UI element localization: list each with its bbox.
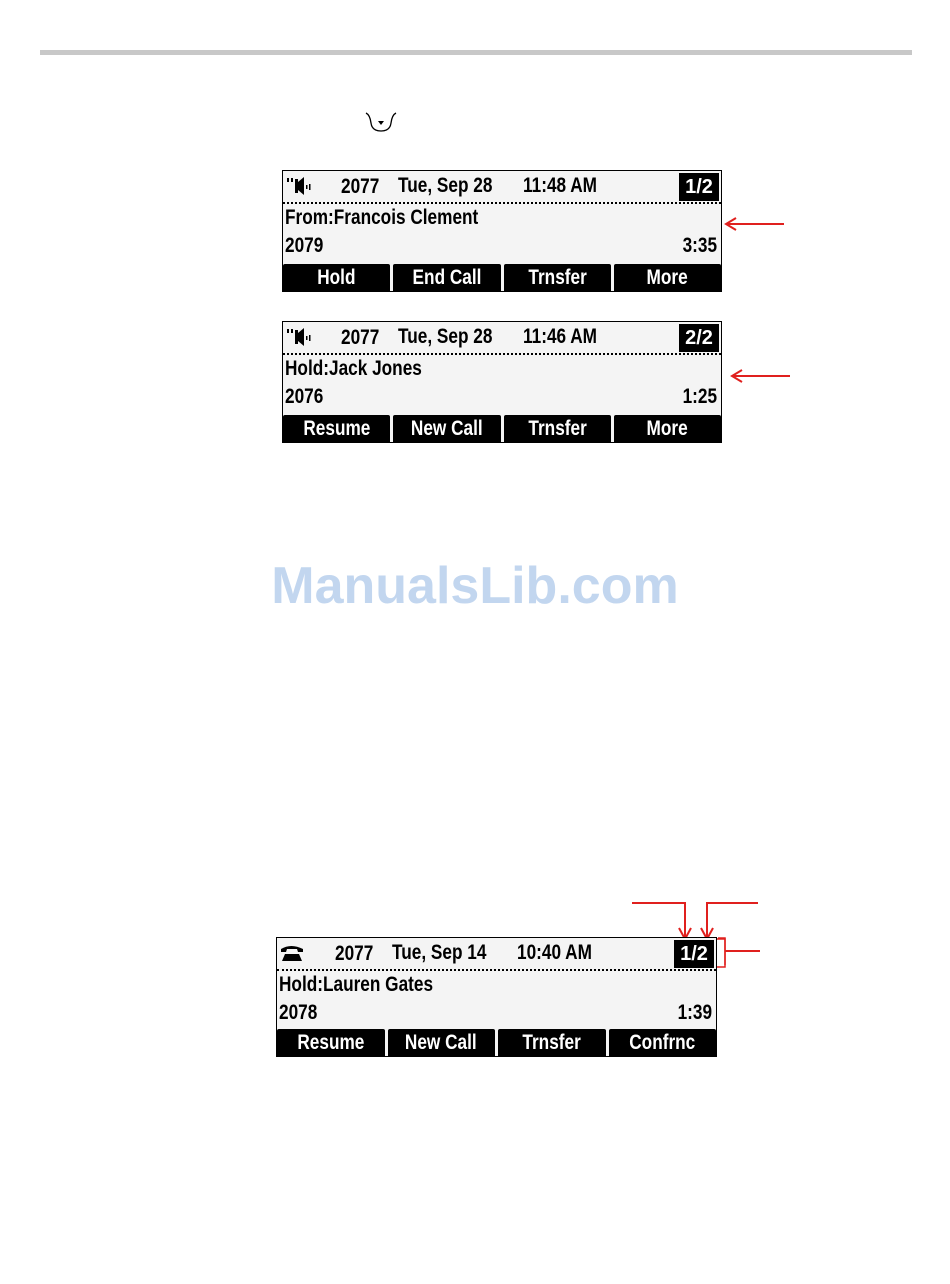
call-timer: 1:39 xyxy=(678,1001,712,1025)
extension-number: 2077 xyxy=(341,175,379,199)
phone-screen-call-2: 2077 Tue, Sep 28 11:46 AM 2/2 Hold:Jack … xyxy=(282,321,722,443)
softkey-more[interactable]: More xyxy=(614,264,721,291)
status-date: Tue, Sep 28 xyxy=(398,325,492,349)
handset-icon xyxy=(279,943,307,963)
extension-number: 2077 xyxy=(341,326,379,350)
softkey-bar: Resume New Call Trnsfer More xyxy=(283,415,721,442)
call-party: Hold:Jack Jones xyxy=(285,357,422,381)
call-number: 2076 xyxy=(285,385,323,409)
softkey-hold[interactable]: Hold xyxy=(283,264,390,291)
annotation-arrow-left xyxy=(724,215,786,233)
status-bar: 2077 Tue, Sep 28 11:48 AM 1/2 xyxy=(283,171,721,204)
softkey-bar: Hold End Call Trnsfer More xyxy=(283,264,721,291)
softkey-new-call[interactable]: New Call xyxy=(393,415,500,442)
call-number: 2079 xyxy=(285,234,323,258)
softkey-label: New Call xyxy=(405,1031,477,1055)
softkey-label: More xyxy=(647,417,688,441)
softkey-label: Trnsfer xyxy=(528,417,586,441)
call-page-indicator: 2/2 xyxy=(679,324,719,352)
softkey-end-call[interactable]: End Call xyxy=(393,264,500,291)
softkey-label: End Call xyxy=(412,266,481,290)
softkey-label: Resume xyxy=(303,417,370,441)
call-page-indicator: 1/2 xyxy=(674,940,714,968)
softkey-label: Confrnc xyxy=(629,1031,695,1055)
softkey-conference[interactable]: Confrnc xyxy=(609,1029,717,1056)
phone-screen-call-3: 2077 Tue, Sep 14 10:40 AM 1/2 Hold:Laure… xyxy=(276,937,717,1057)
call-timer: 3:35 xyxy=(683,234,717,258)
softkey-label: New Call xyxy=(411,417,483,441)
annotation-arrow-left xyxy=(730,367,792,385)
watermark: ManualsLib.com xyxy=(0,556,950,616)
handsfree-speaker-icon xyxy=(285,176,313,196)
softkey-transfer[interactable]: Trnsfer xyxy=(504,264,611,291)
call-party: Hold:Lauren Gates xyxy=(279,973,433,997)
softkey-label: Trnsfer xyxy=(528,266,586,290)
call-number: 2078 xyxy=(279,1001,317,1025)
status-date: Tue, Sep 28 xyxy=(398,174,492,198)
softkey-resume[interactable]: Resume xyxy=(277,1029,385,1056)
status-time: 11:48 AM xyxy=(523,174,597,198)
handsfree-speaker-icon xyxy=(285,327,313,347)
softkey-transfer[interactable]: Trnsfer xyxy=(498,1029,606,1056)
softkey-label: Hold xyxy=(317,266,355,290)
softkey-bar: Resume New Call Trnsfer Confrnc xyxy=(277,1029,716,1056)
softkey-transfer[interactable]: Trnsfer xyxy=(504,415,611,442)
softkey-label: Trnsfer xyxy=(523,1031,581,1055)
status-time: 10:40 AM xyxy=(517,941,592,965)
phone-screen-call-1: 2077 Tue, Sep 28 11:48 AM 1/2 From:Franc… xyxy=(282,170,722,292)
call-timer: 1:25 xyxy=(683,385,717,409)
status-time: 11:46 AM xyxy=(523,325,597,349)
call-page-indicator: 1/2 xyxy=(679,173,719,201)
softkey-more[interactable]: More xyxy=(614,415,721,442)
page-top-rule xyxy=(40,50,912,55)
softkey-resume[interactable]: Resume xyxy=(283,415,390,442)
status-bar: 2077 Tue, Sep 28 11:46 AM 2/2 xyxy=(283,322,721,355)
softkey-label: More xyxy=(647,266,688,290)
softkey-new-call[interactable]: New Call xyxy=(388,1029,496,1056)
call-party: From:Francois Clement xyxy=(285,206,478,230)
status-date: Tue, Sep 14 xyxy=(392,941,486,965)
down-arrow-key-icon xyxy=(364,111,398,133)
extension-number: 2077 xyxy=(335,942,373,966)
status-bar: 2077 Tue, Sep 14 10:40 AM 1/2 xyxy=(277,938,716,971)
softkey-label: Resume xyxy=(297,1031,364,1055)
